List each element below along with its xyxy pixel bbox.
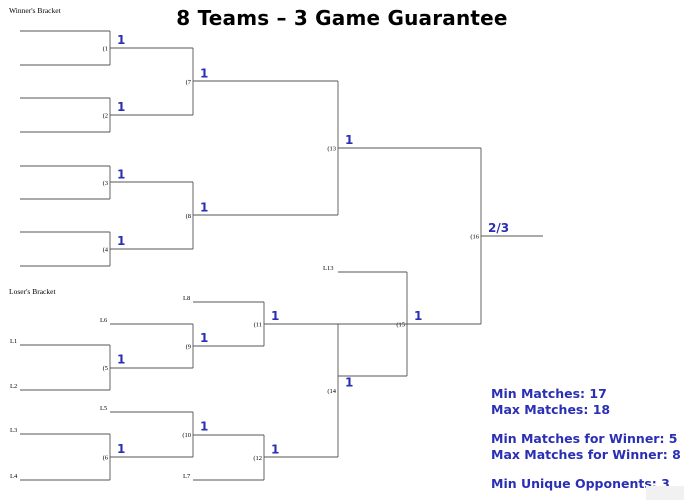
- g2-game-label: (2: [103, 113, 108, 120]
- max-matches-stat: Max Matches: 18: [491, 402, 611, 417]
- g4-game-count: 1: [117, 234, 125, 248]
- g1-game-label: (1: [103, 46, 108, 53]
- g5-game-count: 1: [117, 353, 125, 367]
- g12-game-count: 1: [271, 443, 279, 457]
- g7-game-count: 1: [200, 67, 208, 81]
- g2-game-count: 1: [117, 100, 125, 114]
- min-winner-matches-stat: Min Matches for Winner: 5: [491, 431, 678, 446]
- g9-game-label: (9: [186, 344, 191, 351]
- g3-game-count: 1: [117, 168, 125, 182]
- slot-label-l8: L8: [183, 295, 190, 302]
- g11-game-label: (11: [254, 322, 262, 329]
- g3-game-label: (3: [103, 180, 108, 187]
- slot-label-l2: L2: [10, 383, 17, 390]
- page-title: 8 Teams – 3 Game Guarantee: [176, 6, 508, 30]
- g10-game-count: 1: [200, 420, 208, 434]
- g12-game-label: (12: [253, 455, 262, 462]
- g13-game-label: (13: [327, 146, 336, 153]
- g14-game-count: 1: [345, 376, 353, 390]
- losers-bracket-label: Loser's Bracket: [9, 287, 56, 296]
- g16-game-label: (16: [470, 234, 479, 241]
- winners-bracket-label: Winner's Bracket: [9, 6, 61, 15]
- corner-scroll-area: [646, 486, 684, 500]
- g8-game-count: 1: [200, 201, 208, 215]
- slot-label-l6: L6: [100, 317, 108, 324]
- g6-game-label: (6: [103, 455, 109, 462]
- slot-label-l13: L13: [323, 265, 333, 272]
- g15-game-count: 1: [414, 309, 422, 323]
- slot-label-l7: L7: [183, 473, 191, 480]
- g15-game-label: (15: [396, 322, 405, 329]
- g7-game-label: (7: [186, 79, 192, 86]
- slot-label-l4: L4: [10, 473, 18, 480]
- stats-panel: Min Matches: 17 Max Matches: 18 Min Matc…: [491, 386, 681, 492]
- slot-label-l5: L5: [100, 405, 107, 412]
- slot-label-l3: L3: [10, 427, 17, 434]
- g4-game-label: (4: [103, 247, 109, 254]
- g14-game-label: (14: [327, 388, 336, 395]
- max-winner-matches-stat: Max Matches for Winner: 8: [491, 447, 681, 462]
- g8-game-label: (8: [186, 213, 191, 220]
- g6-game-count: 1: [117, 442, 125, 456]
- slot-label-l1: L1: [10, 338, 17, 345]
- g16-game-count: 2/3: [488, 221, 509, 235]
- g5-game-label: (5: [103, 365, 108, 372]
- min-unique-opponents-stat: Min Unique Opponents: 3: [491, 476, 670, 491]
- min-matches-stat: Min Matches: 17: [491, 386, 607, 401]
- g1-game-count: 1: [117, 33, 125, 47]
- g10-game-label: (10: [182, 432, 191, 439]
- g9-game-count: 1: [200, 331, 208, 345]
- g13-game-count: 1: [345, 133, 353, 147]
- g11-game-count: 1: [271, 309, 279, 323]
